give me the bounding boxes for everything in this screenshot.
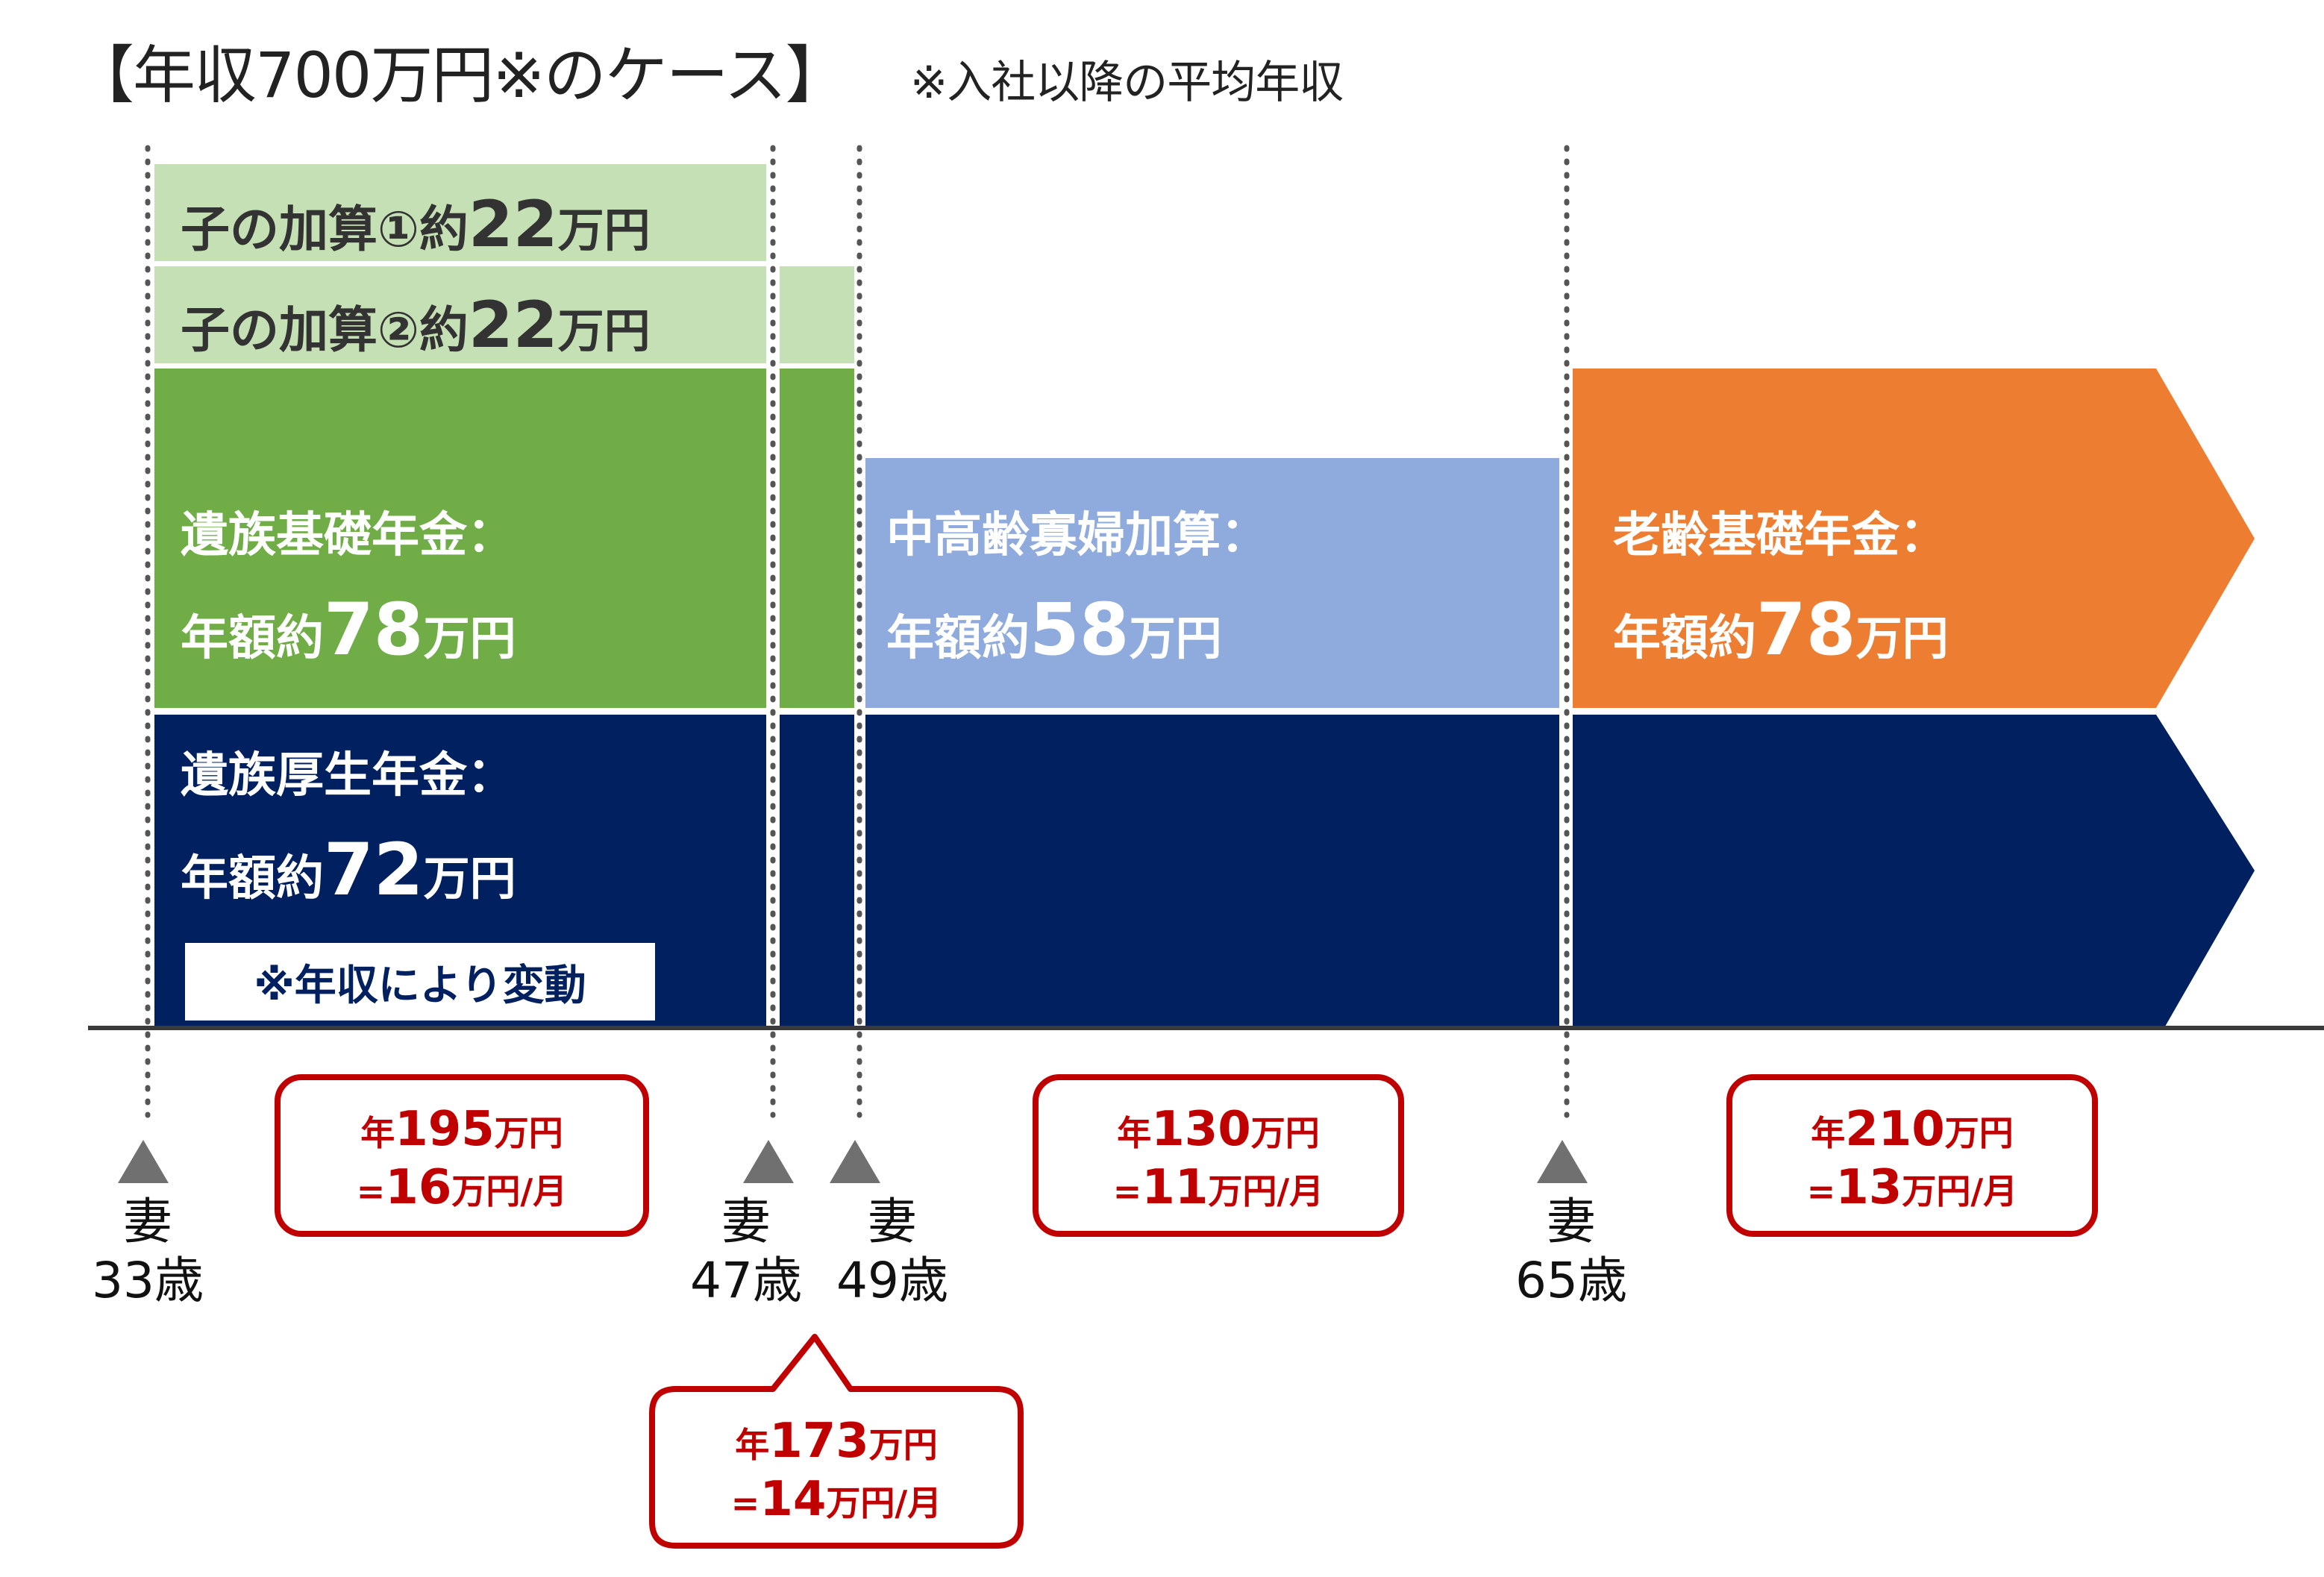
age-47-marker-triangle bbox=[743, 1140, 794, 1183]
widow-addition-amount: 年額約58万円 bbox=[886, 588, 1222, 671]
callout-1-frame bbox=[275, 1074, 649, 1237]
callout-4-monthly: =13万円/月 bbox=[1806, 1160, 2018, 1215]
survivor-basic-pension-band-extension bbox=[780, 369, 854, 708]
survivor-employee-pension-band-2 bbox=[780, 715, 854, 1026]
income-varies-badge: ※年収により変動 bbox=[185, 943, 655, 1020]
child-addition-1-band bbox=[154, 164, 766, 261]
callout-2-frame bbox=[649, 1334, 1024, 1549]
survivor-employee-pension-title: 遺族厚生年金： bbox=[181, 748, 515, 803]
survivor-employee-pension-amount: 年額約72万円 bbox=[181, 828, 516, 912]
child-addition-2-band-extension bbox=[780, 266, 854, 363]
age-49-marker-triangle bbox=[830, 1140, 880, 1183]
callout-1: 年195万円 =16万円/月 bbox=[278, 1077, 646, 1234]
callout-4: 年210万円 =13万円/月 bbox=[1729, 1077, 2095, 1234]
old-age-basic-pension-arrow bbox=[1573, 369, 2255, 708]
callout-4-annual: 年210万円 bbox=[1811, 1102, 2014, 1157]
callout-2-monthly: =14万円/月 bbox=[730, 1472, 942, 1527]
survivor-basic-pension-band bbox=[154, 369, 766, 708]
age-65-marker-triangle bbox=[1537, 1140, 1588, 1183]
callout-4-frame bbox=[1726, 1074, 2098, 1237]
widow-addition-title: 中高齢寡婦加算： bbox=[886, 508, 1268, 563]
callout-3-monthly: =11万円/月 bbox=[1112, 1160, 1324, 1215]
survivor-employee-pension-band-3 bbox=[865, 715, 1559, 1026]
age-33-marker-triangle bbox=[118, 1140, 169, 1183]
page-title: 【年収700万円※のケース】 bbox=[72, 39, 848, 112]
callout-3-frame bbox=[1033, 1074, 1404, 1237]
callout-1-annual: 年195万円 bbox=[360, 1102, 563, 1157]
survivor-employee-pension-arrow bbox=[1573, 715, 2255, 1026]
callout-3: 年130万円 =11万円/月 bbox=[1036, 1077, 1401, 1234]
widow-addition-band bbox=[865, 458, 1559, 708]
child-addition-2-label: 子の加算②約22万円 bbox=[181, 288, 651, 363]
old-age-basic-pension-amount: 年額約78万円 bbox=[1613, 588, 1949, 671]
child-addition-2-band bbox=[154, 266, 766, 363]
survivor-basic-pension-title: 遺族基礎年金： bbox=[181, 508, 515, 563]
callout-3-annual: 年130万円 bbox=[1117, 1102, 1320, 1157]
survivor-basic-pension-amount: 年額約78万円 bbox=[181, 588, 516, 671]
callout-2-annual: 年173万円 bbox=[735, 1414, 938, 1469]
old-age-basic-pension-title: 老齢基礎年金： bbox=[1613, 508, 1947, 563]
title-footnote: ※入社以降の平均年収 bbox=[910, 57, 1344, 109]
child-addition-1-label: 子の加算①約22万円 bbox=[181, 187, 651, 262]
callout-1-monthly: =16万円/月 bbox=[356, 1160, 568, 1215]
callout-2: 年173万円 =14万円/月 bbox=[652, 1389, 1021, 1546]
